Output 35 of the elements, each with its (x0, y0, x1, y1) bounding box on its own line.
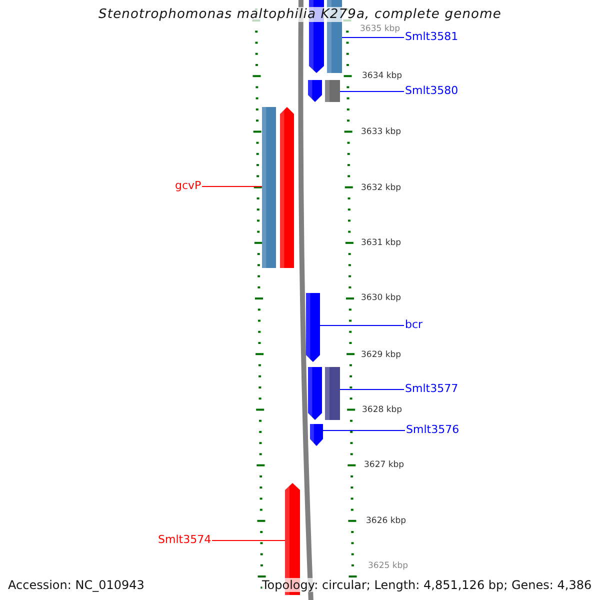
gene-label: Smlt3580 (405, 84, 458, 97)
genome-summary: Topology: circular; Length: 4,851,126 bp; Genes: 4,386 (262, 578, 592, 592)
scale-label: 3630 kbp (361, 293, 402, 303)
leader-line (322, 430, 406, 431)
accession-text: Accession: NC_010943 (8, 578, 144, 592)
scale-label: 3627 kbp (364, 460, 404, 470)
scale-label: 3632 kbp (361, 183, 402, 193)
scale-label: 3634 kbp (362, 71, 402, 81)
gene-feature (310, 424, 323, 446)
gene-feature (325, 367, 340, 420)
leader-line (342, 37, 404, 38)
scale-label: 3633 kbp (361, 127, 402, 137)
leader-line (340, 91, 404, 92)
scale-label: 3635 kbp (360, 24, 400, 34)
gene-feature (308, 80, 322, 102)
leader-line (202, 186, 262, 187)
gene-label: Smlt3576 (406, 423, 460, 436)
gene-label: gcvP (175, 179, 202, 192)
gene-label: Smlt3581 (405, 30, 458, 43)
gene-feature (280, 107, 294, 268)
gene-feature (262, 107, 276, 268)
gene-feature (306, 293, 320, 362)
gene-label: Smlt3574 (158, 533, 212, 546)
gene-label: Smlt3577 (405, 382, 458, 395)
scale-label: 3628 kbp (362, 405, 402, 415)
gene-feature (325, 80, 340, 102)
gene-label: bcr (405, 318, 423, 331)
leader-line (212, 540, 286, 541)
scale-label: 3631 kbp (361, 238, 402, 248)
leader-line (320, 325, 404, 326)
gene-feature (308, 367, 322, 420)
scale-label: 3626 kbp (366, 516, 406, 526)
leader-line (340, 389, 404, 390)
scale-label: 3629 kbp (361, 350, 402, 360)
scale-label: 3625 kbp (368, 561, 408, 571)
